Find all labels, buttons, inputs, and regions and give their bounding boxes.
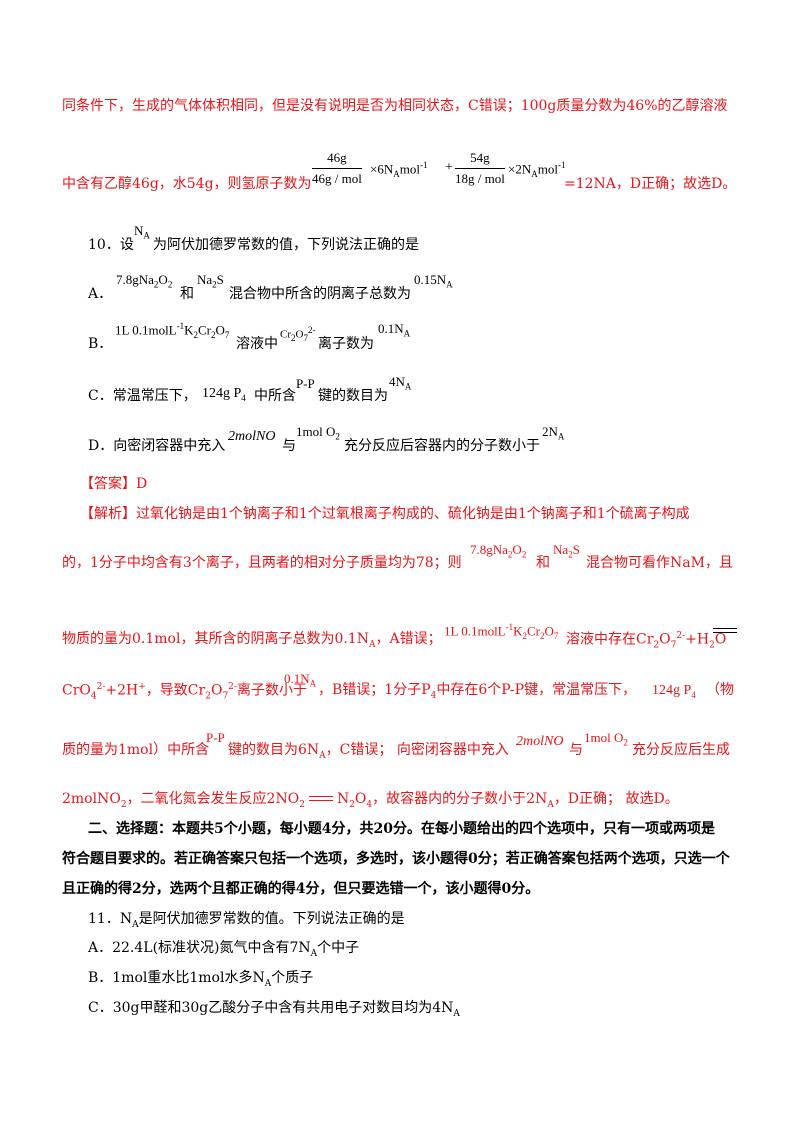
option-c-value: 4NA: [389, 374, 412, 392]
option-b-formula: 1L 0.1molL-1K2Cr2O7: [115, 321, 230, 340]
equilibrium-arrow-icon: [308, 795, 333, 803]
option-d-text-2: 与: [282, 438, 296, 454]
explanation-line-2-end: =12NA，D正确；故选D。: [564, 176, 737, 192]
option-a-label: A．: [88, 286, 113, 302]
explanation-and: 和: [536, 555, 550, 571]
section-2-line-3: 且正确的得2分，选两个且都正确的得4分，但只要选错一个，该小题得0分。: [62, 881, 540, 897]
fraction-numerator: 46g: [327, 150, 347, 165]
explanation-na2s: Na2S: [553, 542, 580, 560]
question-11-option-c: C．30g甲醛和30g乙酸分子中含有共用电子对数目均为4NA: [88, 1000, 460, 1019]
explanation-line-6-start: CrO42-+2H+，导致Cr2O72-离子数小于: [62, 682, 307, 702]
option-a-formula-2: Na2S: [197, 272, 224, 290]
option-b-ion: Cr2O72-: [280, 325, 316, 343]
option-d-text-3: 充分反应后容器内的分子数小于: [344, 438, 540, 454]
explanation-line-4-end: 混合物可看作NaM，且: [586, 555, 733, 571]
option-a-text: 混合物中所含的阴离子总数为: [229, 286, 411, 302]
question-11-option-b: B．1mol重水比1mol水多NA个质子: [88, 970, 314, 989]
option-c-text-1: C．常温常压下，: [88, 388, 197, 404]
explanation-o2: 1mol O2: [584, 730, 628, 748]
explanation-line-6-mid: ，B错误；1分子P4中存在6个P-P键，常温常压下，: [318, 682, 637, 701]
question-10-text: 为阿伏加德罗常数的值，下列说法正确的是: [153, 237, 419, 253]
fraction-water: 54g 18g / mol: [455, 150, 505, 187]
option-d-value: 2NA: [542, 424, 565, 442]
explanation-k2cr2o7: 1L 0.1molL-1K2Cr2O7: [444, 622, 559, 641]
fraction-denominator: 46g / mol: [312, 168, 362, 187]
fraction-numerator: 54g: [470, 150, 490, 165]
explanation-line-2-start: 中含有乙醇46g，水54g，则氢原子数为: [62, 176, 312, 192]
option-b-text-2: 离子数为: [318, 336, 374, 352]
option-b-text-1: 溶液中: [236, 336, 278, 352]
explanation-no: 2molNO: [516, 734, 564, 749]
na-symbol: NA: [134, 223, 150, 241]
option-d-text-1: D．向密闭容器中充入: [88, 438, 226, 454]
fraction-water-multiplier: ×2NAmol-1: [508, 160, 566, 179]
equilibrium-arrow-icon: [713, 624, 737, 638]
option-a-formula-1: 7.8gNa2O2: [116, 272, 173, 290]
explanation-line-7-end: 充分反应后生成: [632, 742, 730, 758]
option-a-value: 0.15NA: [414, 272, 453, 290]
explanation-p4: 124g P4: [652, 683, 696, 700]
explanation-na2o2: 7.8gNa2O2: [470, 542, 527, 560]
explanation-line-7-mid: 键的数目为6NA，C错误； 向密闭容器中充入: [228, 742, 509, 761]
option-c-bond: P-P: [296, 376, 315, 391]
explanation-line-7-start: 质的量为1mol）中所含: [62, 742, 210, 758]
explanation-line-3: 【解析】过氧化钠是由1个钠离子和1个过氧根离子构成的、硫化钠是由1个钠离子和1个…: [80, 506, 690, 522]
explanation-line-4-start: 的，1分子中均含有3个离子，且两者的相对分子质量均为78；则: [62, 555, 462, 571]
option-d-no: 2molNO: [228, 429, 276, 444]
answer-line: 【答案】D: [80, 476, 148, 492]
question-11: 11．NA是阿伏加德罗常数的值。下列说法正确的是: [88, 911, 405, 930]
option-a-and: 和: [180, 286, 194, 302]
option-b-label: B．: [88, 336, 113, 352]
option-c-formula: 124g P4: [202, 386, 246, 403]
option-c-text-3: 键的数目为: [318, 388, 388, 404]
fraction-denominator: 18g / mol: [455, 168, 505, 187]
explanation-with: 与: [569, 742, 583, 758]
plus-sign: +: [445, 160, 453, 175]
explanation-line-5-start: 物质的量为0.1mol，其所含的阴离子总数为0.1NA，A错误；: [62, 631, 442, 650]
section-2-line-1: 二、选择题：本题共5个小题，每小题4分，共20分。在每小题给出的四个选项中，只有…: [88, 821, 715, 837]
option-b-value: 0.1NA: [378, 321, 411, 339]
question-11-option-a: A．22.4L(标准状况)氮气中含有7NA个中子: [88, 940, 360, 959]
option-c-text-2: 中所含: [254, 388, 296, 404]
explanation-line-1: 同条件下，生成的气体体积相同，但是没有说明是否为相同状态，C错误；100g质量分…: [62, 98, 728, 114]
explanation-line-6-end: （物: [706, 682, 734, 698]
fraction-ethanol: 46g 46g / mol: [312, 150, 362, 187]
option-d-o2: 1mol O2: [296, 424, 340, 442]
explanation-equilibrium: 溶液中存在Cr2O72-+H2O: [566, 631, 727, 651]
question-10-prefix: 10．设: [88, 237, 134, 253]
explanation-01na: 0.1NA: [284, 671, 317, 689]
section-2-line-2: 符合题目要求的。若正确答案只包括一个选项，多选时，该小题得0分；若正确答案包括两…: [62, 851, 730, 867]
fraction-ethanol-multiplier: ×6NAmol-1: [370, 160, 428, 179]
explanation-pp: P-P: [206, 730, 225, 745]
